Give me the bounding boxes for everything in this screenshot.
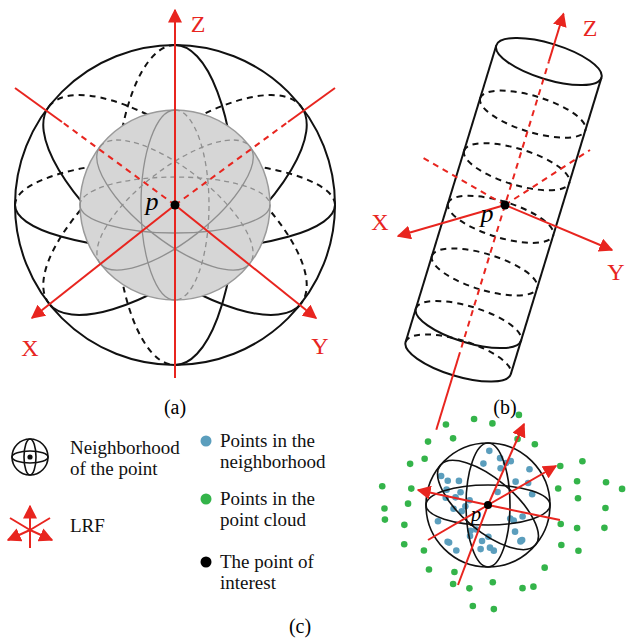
cloud-point bbox=[457, 489, 464, 496]
cloud-point bbox=[555, 485, 562, 492]
cloud-point bbox=[479, 538, 486, 545]
cloud-point bbox=[444, 477, 451, 484]
cloud-point bbox=[401, 522, 408, 529]
cloud-point bbox=[557, 521, 564, 528]
cloud-point bbox=[601, 525, 608, 532]
cloud-point bbox=[438, 473, 445, 480]
cloud-point bbox=[471, 416, 478, 423]
cloud-point bbox=[558, 542, 565, 549]
cloud-point bbox=[517, 537, 524, 544]
cloud-point bbox=[491, 606, 498, 613]
small-sphere bbox=[424, 443, 552, 567]
legend-text: Points in the point cloud bbox=[220, 488, 346, 531]
cloud-point bbox=[425, 438, 432, 445]
cloud-point bbox=[557, 463, 564, 470]
lrf-axes bbox=[15, 10, 335, 378]
point-of-interest bbox=[484, 501, 492, 509]
lrf-axes bbox=[418, 424, 560, 585]
cloud-point bbox=[512, 528, 519, 535]
cloud-point bbox=[379, 483, 386, 490]
point-label: p bbox=[471, 504, 482, 525]
cloud-point bbox=[512, 478, 519, 485]
cloud-point bbox=[541, 564, 548, 571]
legend-swatch bbox=[201, 494, 212, 505]
cloud-point bbox=[579, 458, 586, 465]
cloud-point bbox=[426, 566, 433, 573]
cloud-point bbox=[405, 500, 412, 507]
legend-text: LRF bbox=[70, 515, 188, 536]
panel-label: (b) bbox=[493, 397, 516, 417]
cloud-point bbox=[435, 518, 442, 525]
point-label: p bbox=[146, 189, 159, 215]
cloud-point bbox=[480, 460, 487, 467]
axis-label: Y bbox=[311, 334, 328, 358]
axis-label: X bbox=[21, 336, 38, 360]
cloud-point bbox=[453, 547, 460, 554]
cloud-point bbox=[526, 466, 533, 473]
cloud-point bbox=[421, 547, 428, 554]
cloud-point bbox=[519, 585, 526, 592]
cloud-point bbox=[517, 538, 524, 545]
cloud-point bbox=[603, 479, 610, 486]
cloud-point bbox=[486, 448, 493, 455]
cloud-point bbox=[407, 461, 414, 468]
cloud-point bbox=[382, 516, 389, 523]
axis-label: Z bbox=[191, 12, 206, 36]
panel-label: (c) bbox=[289, 616, 311, 636]
legend-text: Points in the neighborhood bbox=[220, 430, 346, 473]
point-label: p bbox=[481, 201, 494, 227]
cloud-point bbox=[470, 603, 477, 610]
lrf-icon bbox=[8, 506, 52, 548]
point-of-interest bbox=[171, 201, 180, 210]
cloud-point bbox=[456, 478, 463, 485]
cloud-point bbox=[574, 478, 581, 485]
axis-label: Z bbox=[583, 16, 598, 40]
cloud-point bbox=[575, 547, 582, 554]
cloud-point bbox=[575, 495, 582, 502]
cloud-point bbox=[519, 513, 526, 520]
cloud-point bbox=[421, 455, 428, 462]
cylinder-neighborhood bbox=[384, 0, 616, 446]
cloud-point bbox=[477, 546, 484, 553]
cloud-point bbox=[489, 579, 496, 586]
panel-label: (a) bbox=[164, 397, 186, 417]
lrf-axes bbox=[398, 150, 612, 250]
neighborhood-icon bbox=[12, 439, 48, 475]
cloud-point bbox=[401, 541, 408, 548]
legend-text: The point of interest bbox=[220, 551, 346, 594]
legend-text: Neighborhood of the point bbox=[70, 437, 188, 480]
cloud-point bbox=[450, 581, 457, 588]
cloud-point bbox=[489, 420, 496, 427]
cloud-point bbox=[487, 544, 494, 551]
cloud-point bbox=[446, 539, 453, 546]
cloud-point bbox=[408, 485, 415, 492]
cloud-point bbox=[381, 505, 388, 512]
cloud-point bbox=[530, 583, 537, 590]
point-of-interest bbox=[501, 201, 510, 210]
cloud-point bbox=[574, 525, 581, 532]
cloud-point bbox=[532, 441, 539, 448]
cloud-point bbox=[443, 421, 450, 428]
legend-swatch bbox=[201, 557, 212, 568]
cloud-point bbox=[451, 569, 458, 576]
cloud-point bbox=[602, 505, 609, 512]
axis-label: Y bbox=[607, 260, 624, 284]
legend-swatch bbox=[201, 436, 212, 447]
cloud-point bbox=[466, 585, 473, 592]
cloud-point bbox=[450, 435, 457, 442]
axis-label: X bbox=[371, 210, 388, 234]
point-cloud bbox=[379, 412, 625, 613]
cloud-point bbox=[619, 486, 626, 493]
